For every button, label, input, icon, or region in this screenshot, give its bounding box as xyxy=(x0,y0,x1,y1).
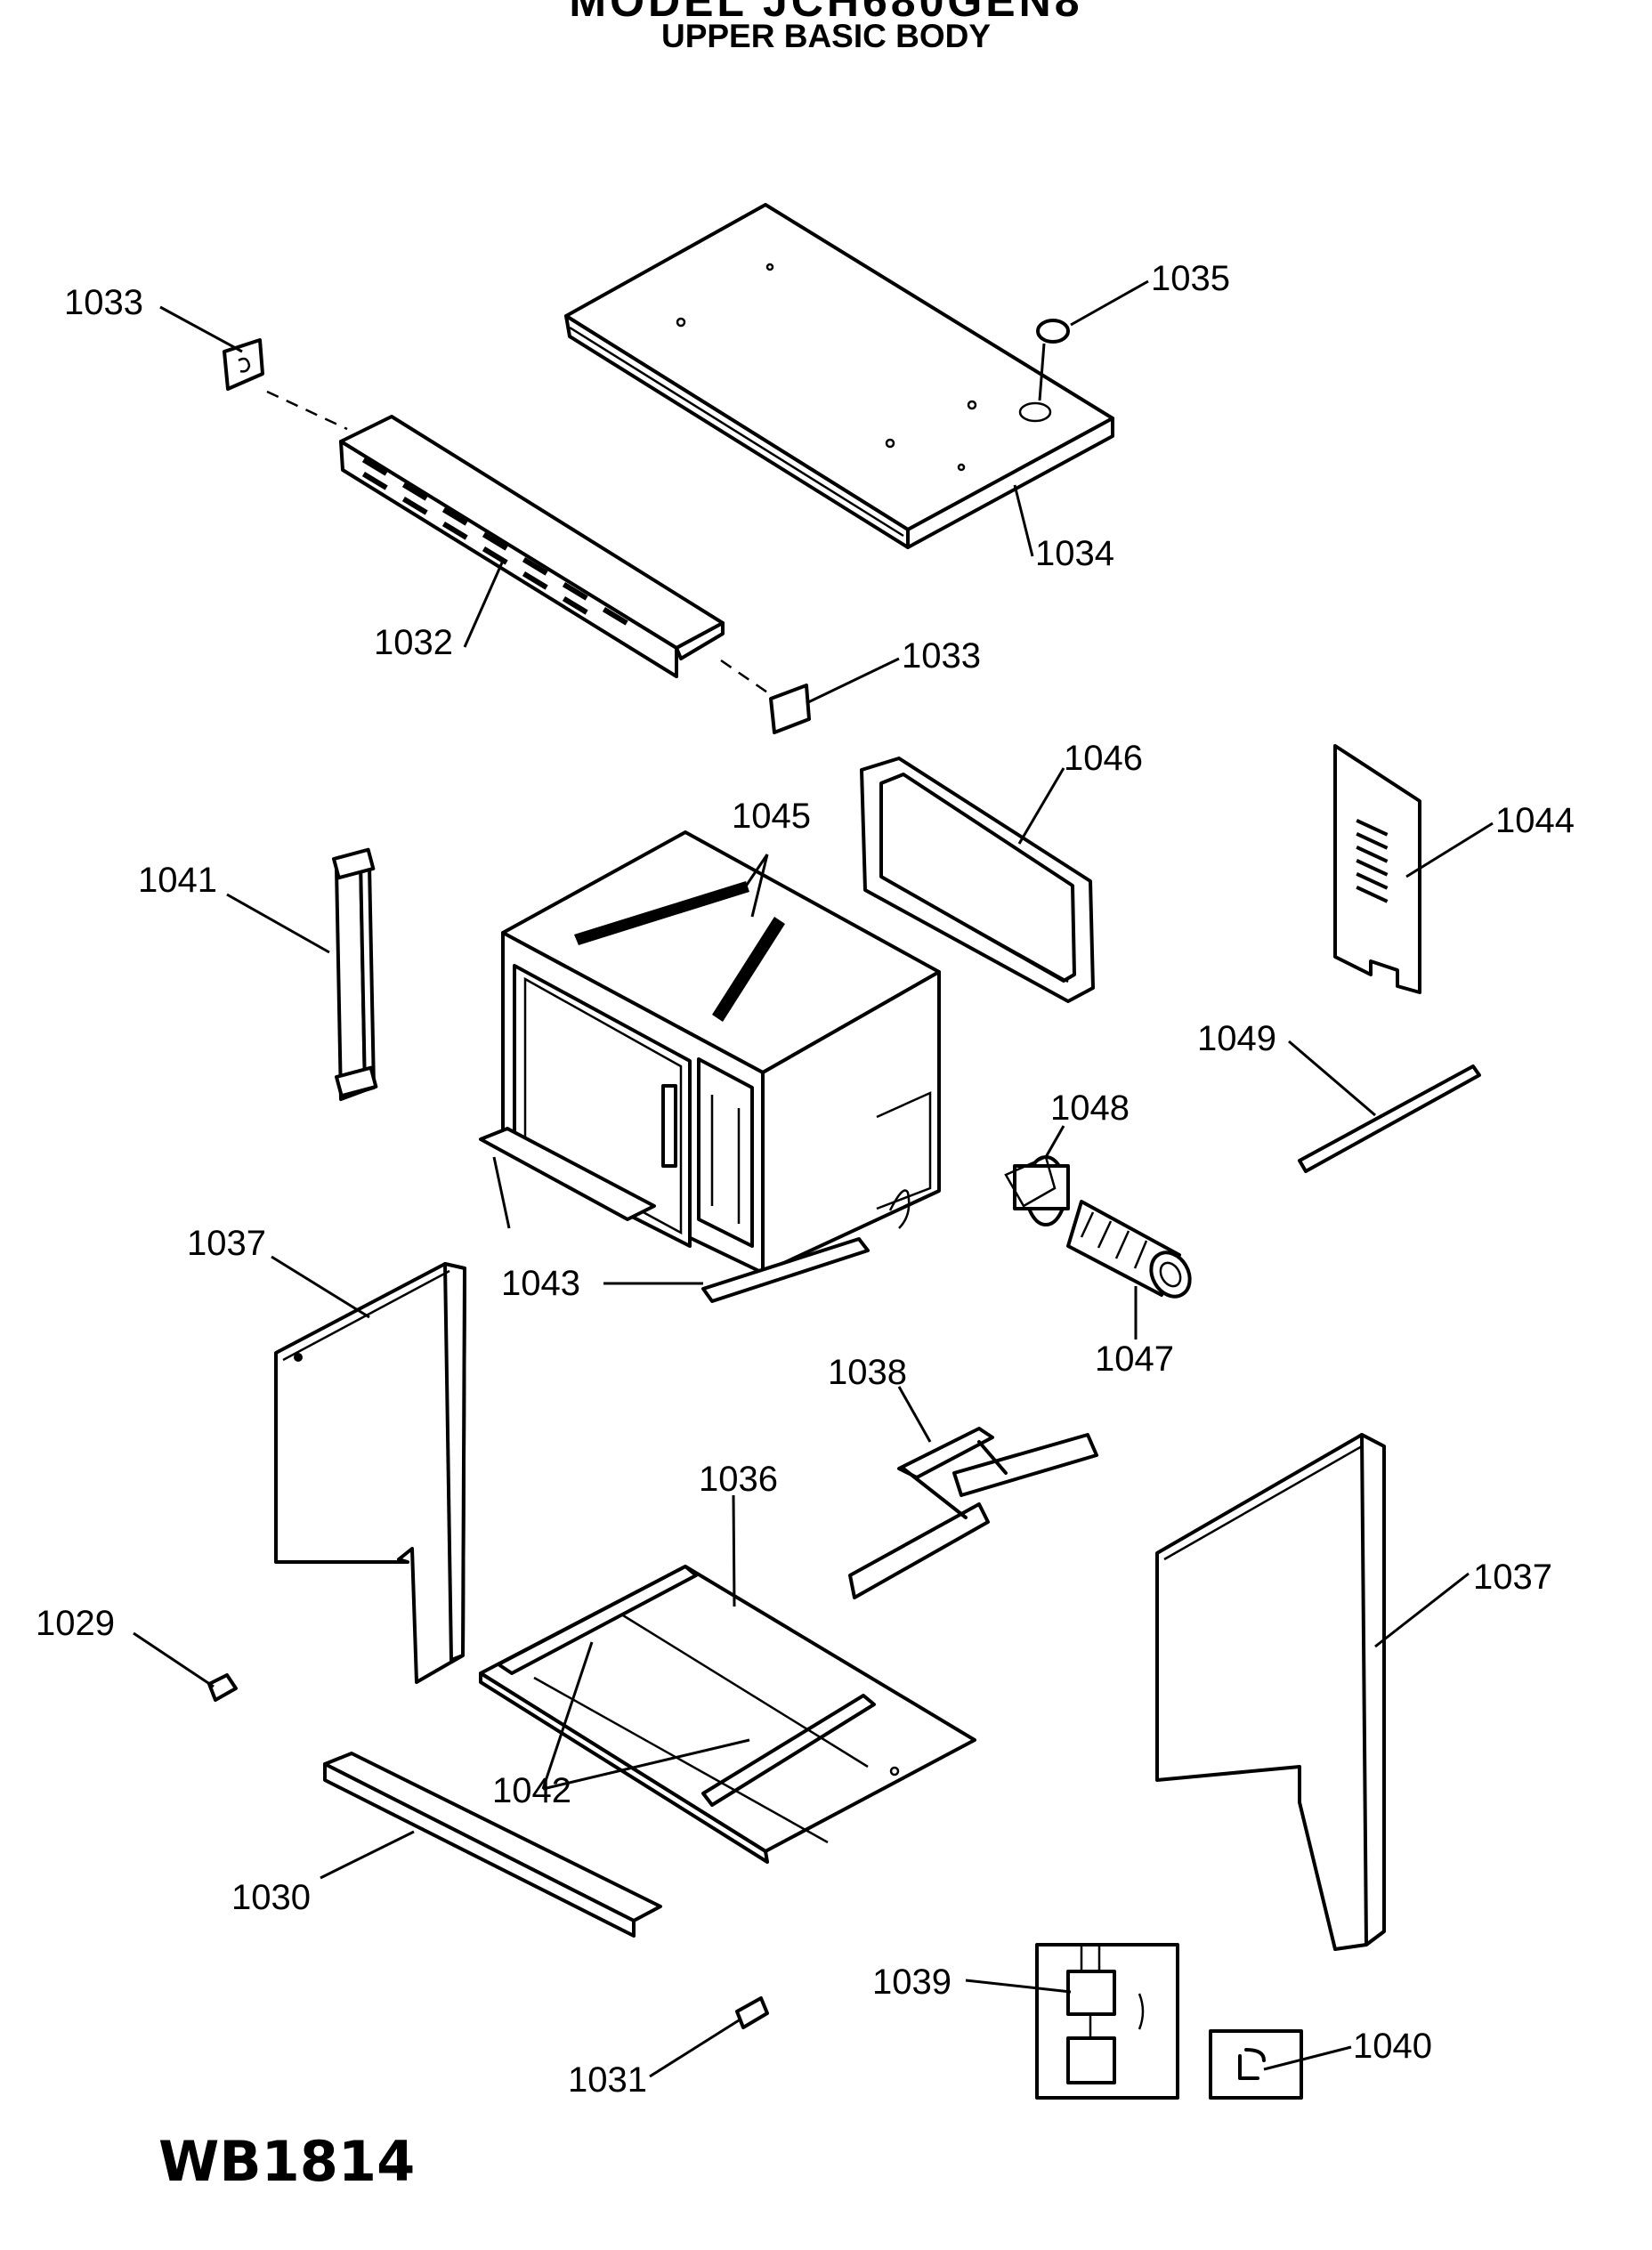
label-1031: 1031 xyxy=(568,2060,647,2100)
label-1046: 1046 xyxy=(1064,739,1143,778)
label-1033-top: 1033 xyxy=(64,283,143,322)
label-1041: 1041 xyxy=(138,861,217,900)
label-1048: 1048 xyxy=(1050,1089,1130,1128)
part-1030-front-trim xyxy=(323,1752,662,1938)
label-1033-bottom: 1033 xyxy=(902,636,981,676)
label-1037-right: 1037 xyxy=(1473,1558,1552,1597)
main-oven-cavity xyxy=(479,830,941,1303)
part-1046-frame xyxy=(860,757,1095,1003)
section-subtitle: UPPER BASIC BODY xyxy=(660,18,992,54)
part-1049-rod xyxy=(1298,1064,1481,1173)
part-1033-bracket-top xyxy=(223,338,264,391)
part-1044-rear-panel xyxy=(1333,744,1421,994)
label-1043: 1043 xyxy=(501,1264,580,1303)
label-1032: 1032 xyxy=(374,623,453,662)
label-1036: 1036 xyxy=(699,1460,778,1499)
label-1037-left: 1037 xyxy=(187,1224,266,1263)
drawing-code: WB1814 xyxy=(158,2129,415,2194)
model-title: MODEL JCH680GEN8 xyxy=(569,0,1083,26)
part-1032-front-rail xyxy=(339,415,725,678)
part-1047-blower-wheel xyxy=(1066,1200,1192,1299)
label-1030: 1030 xyxy=(231,1878,311,1917)
part-1048-fan-motor xyxy=(1004,1155,1070,1226)
part-1037-side-panel-right xyxy=(1155,1433,1386,1951)
part-1035-grommet xyxy=(1036,319,1070,401)
leader-lines xyxy=(133,279,1494,2078)
part-1041-upright xyxy=(331,847,378,1101)
label-1039: 1039 xyxy=(872,1963,952,2002)
part-1037-side-panel-left xyxy=(274,1262,466,1684)
part-1039-wire-harness xyxy=(1035,1943,1179,2100)
part-1033-bracket-bottom xyxy=(769,684,811,734)
label-1047: 1047 xyxy=(1095,1339,1174,1379)
label-1035: 1035 xyxy=(1151,259,1230,298)
part-1034-top-panel xyxy=(564,203,1114,549)
part-1031-clip xyxy=(735,1996,769,2029)
part-1029-clip xyxy=(207,1673,238,1702)
label-1038: 1038 xyxy=(828,1353,907,1392)
part-1036-base-tray xyxy=(479,1565,976,1864)
label-1040: 1040 xyxy=(1353,2027,1432,2066)
label-1044: 1044 xyxy=(1495,801,1575,840)
label-1045: 1045 xyxy=(732,797,811,836)
label-1029: 1029 xyxy=(36,1604,115,1643)
label-1049: 1049 xyxy=(1197,1019,1276,1058)
label-1042: 1042 xyxy=(492,1771,571,1810)
part-1038-bracket-assembly xyxy=(848,1427,1098,1599)
label-1034: 1034 xyxy=(1035,534,1114,573)
